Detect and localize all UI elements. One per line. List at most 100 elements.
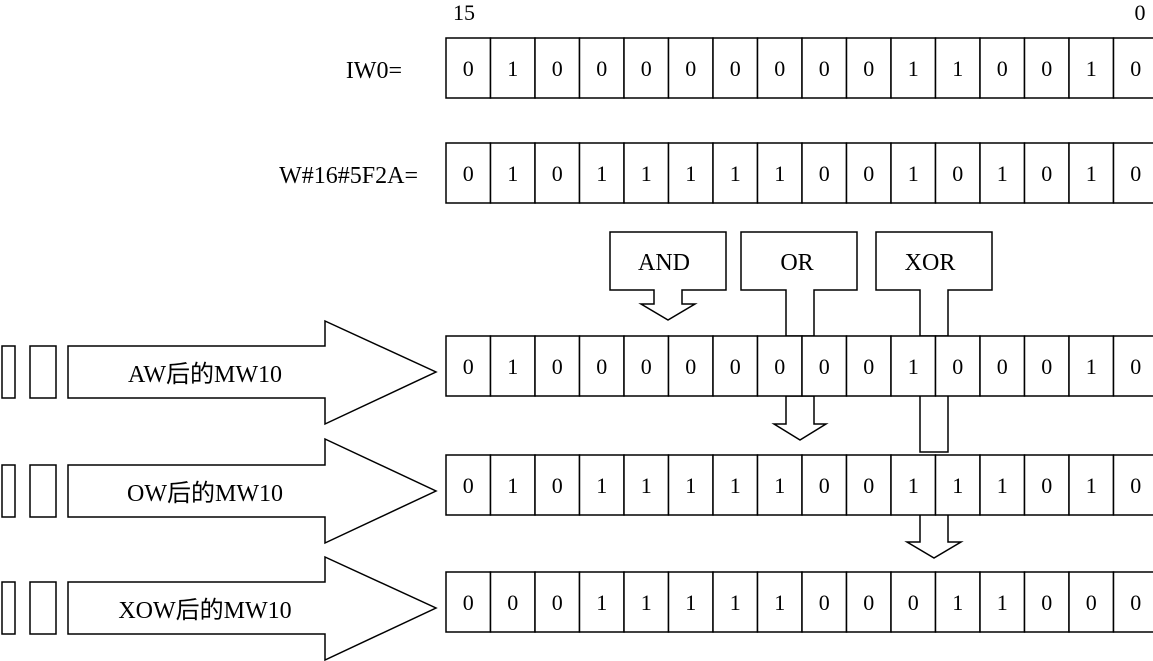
bit-value: 1	[1086, 354, 1097, 379]
bit-value: 1	[952, 473, 963, 498]
bit-value: 1	[641, 590, 652, 615]
bit-value: 0	[774, 354, 785, 379]
bit-cell	[890, 142, 937, 204]
and-operation: AND	[609, 231, 727, 321]
aw-result-arrow: AW后的MW10	[1, 319, 438, 426]
bit-value: 0	[730, 354, 741, 379]
bit-value: 1	[774, 161, 785, 186]
bit-value: 1	[507, 354, 518, 379]
bit-cell	[890, 454, 937, 516]
bit-cell	[845, 454, 892, 516]
bit-cell	[801, 335, 848, 397]
bit-cell	[756, 142, 803, 204]
bit-value: 0	[552, 56, 563, 81]
bit-value: 0	[863, 56, 874, 81]
bit-value: 1	[507, 161, 518, 186]
bit-value: 1	[997, 473, 1008, 498]
row-label-constant: W#16#5F2A=	[279, 163, 418, 189]
bit-cell	[934, 37, 981, 99]
bit-cell	[489, 454, 536, 516]
bit-value: 1	[908, 161, 919, 186]
bit-value: 1	[1086, 56, 1097, 81]
bit-value: 0	[863, 590, 874, 615]
bit-value: 1	[641, 161, 652, 186]
bit-value: 1	[952, 56, 963, 81]
bit-cell	[667, 454, 714, 516]
bit-cell	[578, 335, 625, 397]
bit-value: 0	[819, 161, 830, 186]
bit-cell	[712, 142, 759, 204]
row-label-iw0: IW0=	[346, 58, 402, 84]
bit-value: 0	[463, 56, 474, 81]
bit-cell	[934, 335, 981, 397]
bit-value: 0	[1041, 354, 1052, 379]
bit-value: 0	[552, 590, 563, 615]
bit-cell	[1112, 335, 1153, 397]
bit-cell	[1112, 37, 1153, 99]
bit-cell	[1068, 335, 1115, 397]
bit-value: 0	[863, 161, 874, 186]
aw-result-label: AW后的MW10	[128, 361, 282, 388]
bit-value: 1	[507, 56, 518, 81]
bit-cell	[712, 571, 759, 633]
bit-cell	[489, 335, 536, 397]
bit-cell	[1068, 37, 1115, 99]
bit-cell	[1023, 142, 1070, 204]
bit-cell	[801, 37, 848, 99]
bit-cell	[979, 571, 1026, 633]
bit-value: 0	[863, 354, 874, 379]
bit-cell	[489, 37, 536, 99]
bit-value: 0	[819, 473, 830, 498]
bit-value: 1	[730, 161, 741, 186]
xow-result-label: XOW后的MW10	[118, 597, 291, 624]
bit-cell	[801, 571, 848, 633]
bit-value: 0	[641, 56, 652, 81]
bit-value: 1	[641, 473, 652, 498]
bit-cell	[934, 454, 981, 516]
bit-value: 0	[596, 354, 607, 379]
bit-value: 0	[463, 590, 474, 615]
bit-cell	[756, 37, 803, 99]
bit-value: 0	[463, 354, 474, 379]
bit-value: 0	[819, 354, 830, 379]
bit-value: 0	[863, 473, 874, 498]
bit-value: 1	[908, 354, 919, 379]
bit-cell	[534, 142, 581, 204]
bit-cell	[534, 454, 581, 516]
bit-value: 0	[908, 590, 919, 615]
bit-cell	[534, 571, 581, 633]
bit-value: 0	[1130, 354, 1141, 379]
bit-value: 1	[908, 473, 919, 498]
bit-cell	[623, 37, 670, 99]
bit-cell	[845, 142, 892, 204]
bit-cell	[578, 454, 625, 516]
bit-value: 1	[1086, 473, 1097, 498]
bit-value: 0	[1130, 56, 1141, 81]
bit-cell	[934, 142, 981, 204]
bit-value: 1	[730, 590, 741, 615]
bit-value: 0	[1041, 590, 1052, 615]
bit-cell	[890, 335, 937, 397]
bit-value: 1	[952, 590, 963, 615]
bit-value: 0	[1130, 161, 1141, 186]
bit-value: 0	[774, 56, 785, 81]
bit-value: 1	[685, 161, 696, 186]
bit-value: 0	[596, 56, 607, 81]
bit-value: 0	[997, 56, 1008, 81]
bit-cell	[1112, 142, 1153, 204]
ow-result-label: OW后的MW10	[127, 480, 283, 507]
bit-value: 0	[1041, 161, 1052, 186]
bit-value: 0	[997, 354, 1008, 379]
bit-value: 1	[685, 473, 696, 498]
bit-value: 0	[952, 161, 963, 186]
bit-cell	[623, 142, 670, 204]
bit-value: 0	[819, 56, 830, 81]
bit-value: 0	[552, 161, 563, 186]
bit-cell	[979, 335, 1026, 397]
bit-cell	[890, 571, 937, 633]
bit-cell	[445, 335, 492, 397]
bit-cell	[667, 571, 714, 633]
